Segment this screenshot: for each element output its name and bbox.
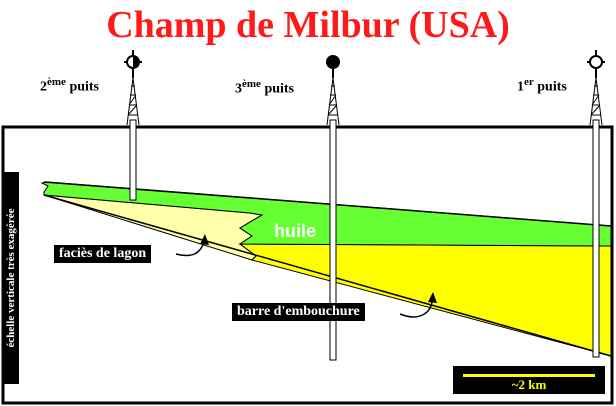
well-3-symbol <box>326 55 340 78</box>
vertical-scale-text: échelle verticale très exagérée <box>5 208 17 348</box>
lagoon-pointer-arrow <box>175 234 209 257</box>
oil-zone-body <box>40 181 612 247</box>
well-2-label: 2ème puits <box>40 76 100 95</box>
well-2-symbol <box>124 50 142 78</box>
well-2-derrick <box>126 77 140 201</box>
bar-pointer-arrow <box>399 292 437 318</box>
mouth-bar-body <box>238 243 612 357</box>
reservoir-top-line <box>43 181 612 227</box>
lagoon-facies-label: faciès de lagon <box>54 245 152 263</box>
scale-bar-line <box>463 374 595 377</box>
well-1-label: 1er puits <box>517 76 567 95</box>
well-1-derrick <box>589 77 603 358</box>
mouth-bar-label: barre d'embouchure <box>232 303 365 321</box>
reservoir-base-line <box>43 194 612 357</box>
well-3-label: 3ème puits <box>235 78 295 97</box>
scale-bar-box: ~2 km <box>453 366 605 394</box>
vertical-scale-note: échelle verticale très exagérée <box>3 172 19 384</box>
well-1-symbol <box>587 50 605 78</box>
page-title: Champ de Milbur (USA) <box>106 4 510 46</box>
oil-label: huile <box>274 221 317 241</box>
scale-bar-label: ~2 km <box>511 377 547 392</box>
